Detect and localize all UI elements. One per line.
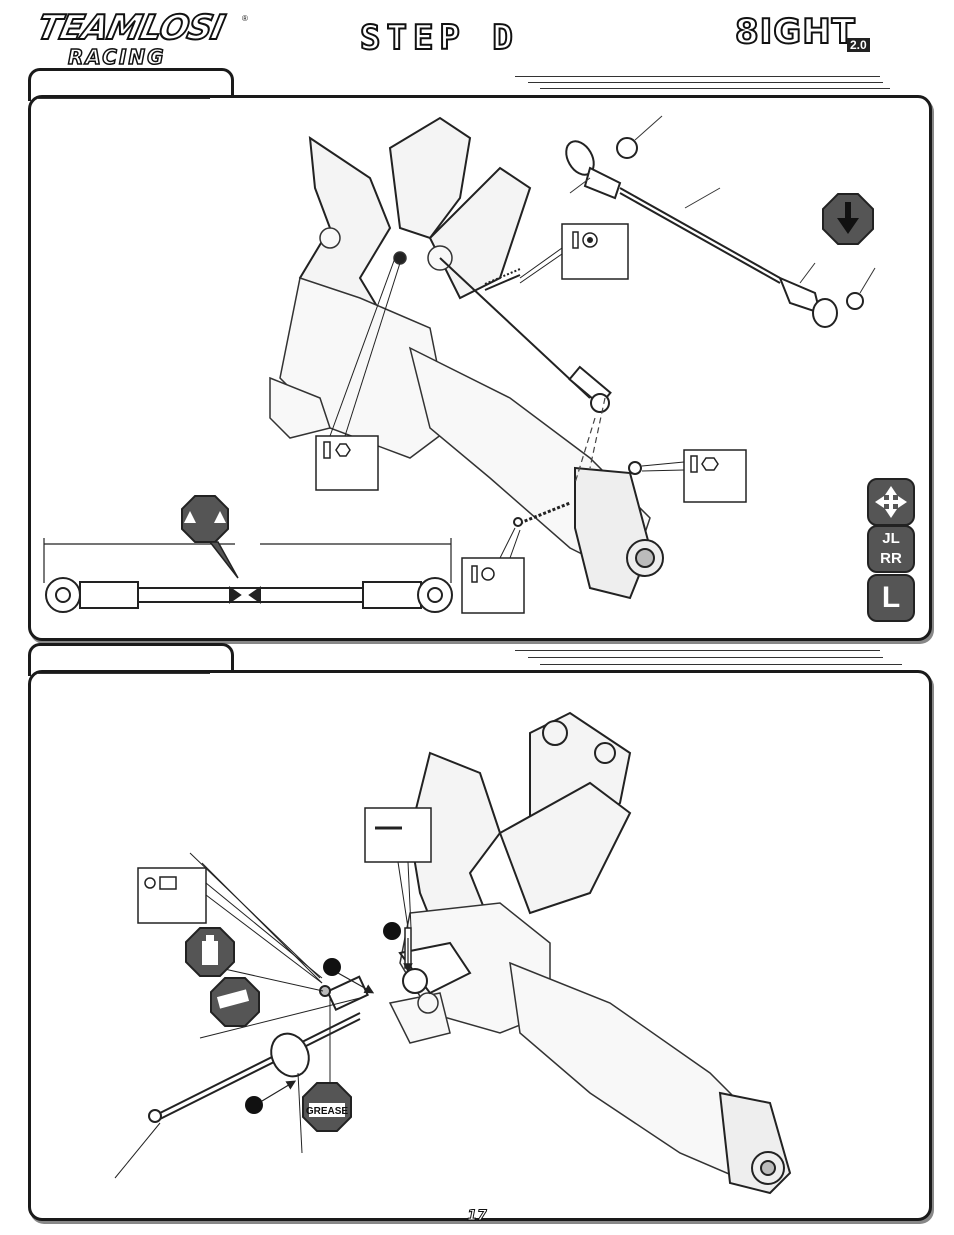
- team-losi-racing-logo: TEAMLOSI RACING ®: [38, 10, 278, 70]
- header-rule: [515, 76, 880, 77]
- step-title: STEP D: [360, 18, 600, 58]
- left-side-icon: L: [867, 574, 915, 622]
- eight-logo: 8IGHT 2.0: [735, 12, 895, 72]
- threadlock-icon: [186, 928, 234, 976]
- lube-icon: [211, 978, 259, 1026]
- adjust-length-icon: [182, 496, 238, 578]
- left-right-icon: JL RR: [867, 525, 915, 573]
- header-rule: [528, 82, 883, 83]
- move-arrows-icon: [867, 478, 915, 526]
- rear-chassis-diagram-bottom: GREASE: [30, 673, 924, 1213]
- hardware-box-screw-bottom: [462, 528, 524, 613]
- grease-icon: GREASE: [303, 1083, 351, 1131]
- grease-label: GREASE: [306, 1106, 349, 1117]
- rear-chassis-diagram-top: [30, 98, 924, 633]
- hardware-box-nut-right: [642, 450, 746, 502]
- header-rule: [528, 657, 883, 658]
- header-rule: [540, 664, 902, 665]
- page-number: 17: [0, 1208, 954, 1224]
- header-rule: [540, 88, 890, 89]
- header-rule: [515, 650, 880, 651]
- hardware-box-ball-stud: [520, 224, 628, 283]
- press-down-icon: [823, 194, 873, 244]
